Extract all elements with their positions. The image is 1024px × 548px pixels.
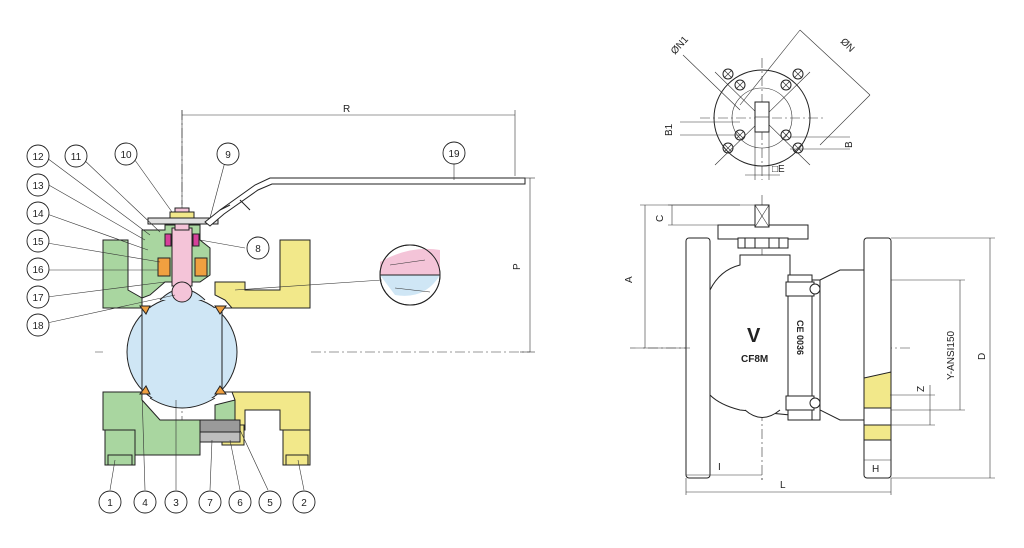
dim-I-label: I bbox=[718, 462, 721, 473]
dim-P-label: P bbox=[512, 263, 523, 270]
svg-text:18: 18 bbox=[32, 321, 44, 332]
section-view bbox=[95, 110, 530, 466]
callout-1: 1 bbox=[98, 490, 122, 514]
ce-mark: CE 0036 bbox=[795, 320, 805, 355]
packing bbox=[164, 233, 172, 247]
dim-C-label: C bbox=[655, 215, 666, 222]
side-right-flange bbox=[863, 237, 892, 479]
callout-3: 3 bbox=[164, 490, 188, 514]
lever bbox=[204, 177, 526, 227]
svg-text:4: 4 bbox=[142, 498, 148, 509]
callouts: 12 11 10 9 13 14 15 16 17 18 8 19 1 4 3 … bbox=[26, 141, 466, 514]
dim-E-label: □E bbox=[772, 164, 785, 175]
svg-text:1: 1 bbox=[107, 498, 113, 509]
callout-12: 12 bbox=[26, 144, 50, 168]
top-view: ØN1 ØN B1 B □E bbox=[664, 29, 871, 180]
material-mark: CF8M bbox=[741, 354, 768, 365]
svg-text:9: 9 bbox=[225, 150, 231, 161]
stem bbox=[171, 227, 193, 287]
logo-mark: V bbox=[747, 325, 761, 347]
side-view: V CF8M CE 0036 A C Z Y-ANSI150 D I bbox=[624, 195, 995, 495]
dim-B1-label: B1 bbox=[664, 123, 675, 136]
svg-text:14: 14 bbox=[32, 209, 44, 220]
dim-A-label: A bbox=[624, 276, 635, 283]
callout-11: 11 bbox=[64, 144, 88, 168]
svg-text:17: 17 bbox=[32, 293, 44, 304]
dim-R-label: R bbox=[343, 104, 350, 115]
dimension-R: R bbox=[181, 104, 516, 205]
dim-N-label: ØN bbox=[838, 36, 856, 54]
svg-text:13: 13 bbox=[32, 181, 44, 192]
svg-text:10: 10 bbox=[120, 150, 132, 161]
callout-9: 9 bbox=[216, 142, 240, 166]
svg-text:5: 5 bbox=[267, 498, 273, 509]
callout-7: 7 bbox=[198, 490, 222, 514]
dim-Y-label: Y-ANSI150 bbox=[946, 330, 957, 380]
callout-16: 16 bbox=[26, 257, 50, 281]
svg-text:12: 12 bbox=[32, 152, 44, 163]
dimension-P: P bbox=[512, 177, 535, 353]
callout-5: 5 bbox=[258, 490, 282, 514]
seat-upper-left bbox=[139, 305, 151, 315]
callout-6: 6 bbox=[228, 490, 252, 514]
callout-14: 14 bbox=[26, 201, 50, 225]
body-bolt bbox=[199, 419, 241, 433]
side-left-flange bbox=[685, 237, 711, 479]
callout-13: 13 bbox=[26, 173, 50, 197]
top-bolt-holes bbox=[722, 68, 804, 154]
callout-17: 17 bbox=[26, 285, 50, 309]
svg-text:8: 8 bbox=[255, 244, 261, 255]
dim-N1-label: ØN1 bbox=[669, 34, 691, 57]
right-body-lower bbox=[231, 391, 311, 431]
svg-text:16: 16 bbox=[32, 265, 44, 276]
callout-15: 15 bbox=[26, 229, 50, 253]
seat-lower-right bbox=[214, 385, 227, 395]
callout-19: 19 bbox=[442, 141, 466, 165]
seat-upper-right bbox=[214, 305, 227, 315]
callout-4: 4 bbox=[133, 490, 157, 514]
svg-text:6: 6 bbox=[237, 498, 243, 509]
right-body bbox=[214, 239, 311, 309]
callout-8: 8 bbox=[246, 236, 270, 260]
dim-H-label: H bbox=[872, 464, 879, 475]
callout-10: 10 bbox=[114, 142, 138, 166]
dim-L-label: L bbox=[780, 480, 786, 491]
svg-text:19: 19 bbox=[448, 149, 460, 160]
svg-text:3: 3 bbox=[173, 498, 179, 509]
callout-18: 18 bbox=[26, 313, 50, 337]
svg-text:2: 2 bbox=[301, 498, 307, 509]
seat-lower-left bbox=[139, 385, 151, 395]
callout-leaders bbox=[46, 155, 455, 491]
dim-B-label: B bbox=[844, 141, 855, 148]
svg-text:15: 15 bbox=[32, 237, 44, 248]
left-body-flange bbox=[102, 239, 143, 309]
callout-2: 2 bbox=[292, 490, 316, 514]
dim-D-label: D bbox=[977, 353, 988, 360]
dim-Z-label: Z bbox=[916, 386, 927, 392]
svg-text:7: 7 bbox=[207, 498, 213, 509]
stem-nut bbox=[169, 211, 195, 219]
svg-text:11: 11 bbox=[71, 152, 82, 163]
